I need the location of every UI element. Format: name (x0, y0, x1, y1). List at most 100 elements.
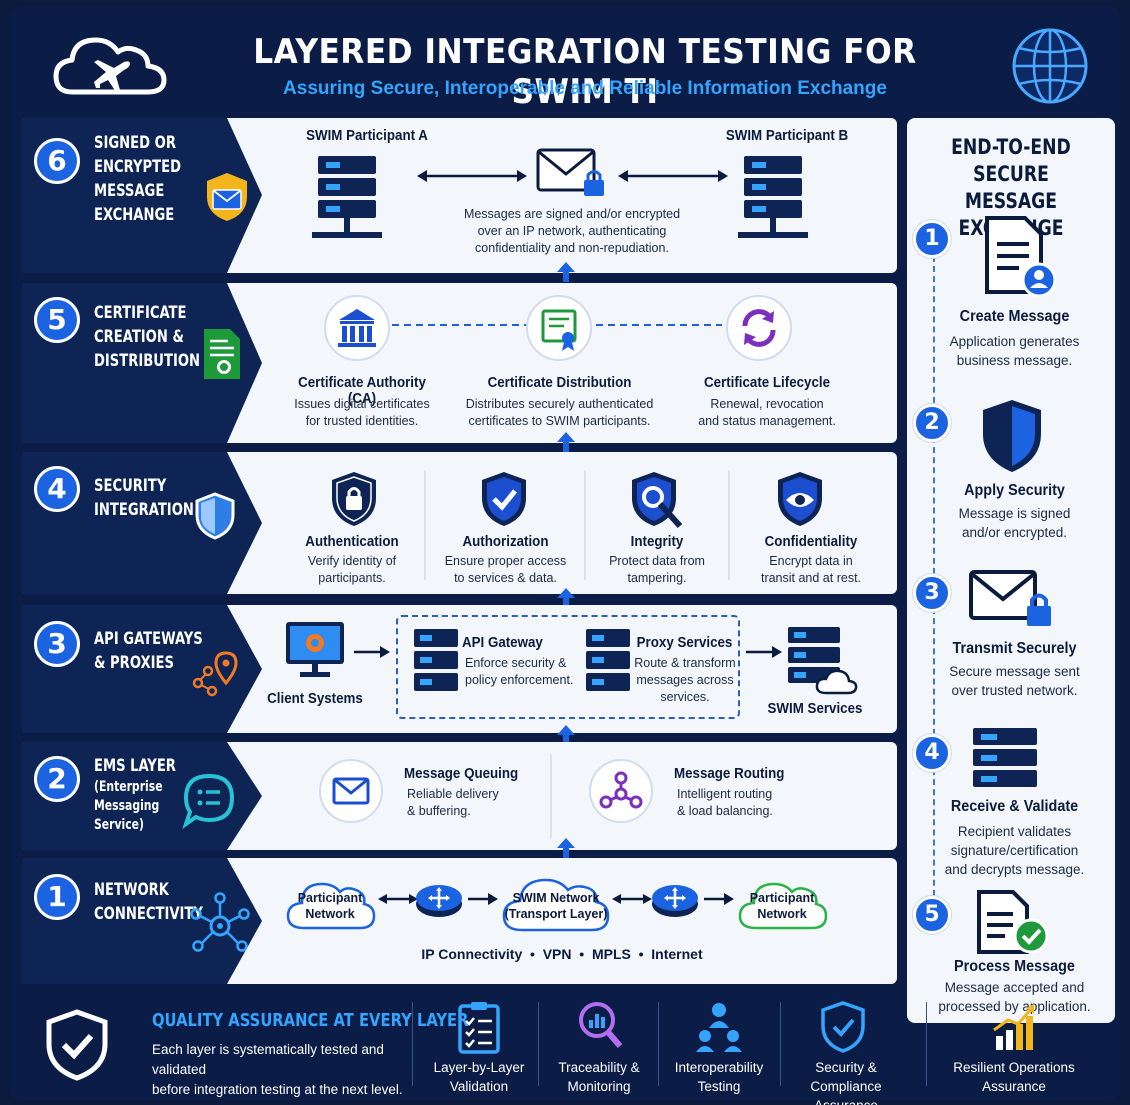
checklist-icon (458, 1002, 500, 1054)
client-systems-label: Client Systems (267, 691, 363, 707)
shield-eye-icon (778, 472, 822, 526)
participant-network-cloud (738, 882, 828, 930)
layer-number: 5 (34, 297, 80, 343)
divider (424, 470, 426, 580)
layer-number: 3 (34, 621, 80, 667)
growth-chart-icon (993, 1004, 1034, 1050)
up-arrow-icon (557, 262, 575, 282)
swim-network-cloud (502, 878, 610, 932)
step-number: 5 (913, 896, 951, 934)
shield-check-icon (482, 472, 526, 526)
monitor-gear-icon (286, 622, 344, 677)
cloud-airplane-icon (53, 37, 167, 95)
router-icon (416, 885, 462, 917)
shield-lock-icon (332, 472, 376, 526)
document-user-icon (985, 216, 1057, 298)
server-icon (414, 629, 458, 691)
server-b-icon (738, 156, 808, 238)
message-routing-title: Message Routing (674, 766, 785, 782)
api-gateway-description: Enforce security &policy enforcement. (465, 656, 574, 687)
message-routing-description: Intelligent routing& load balancing. (677, 787, 773, 818)
step-number: 4 (913, 734, 951, 772)
double-arrow-icon (417, 170, 527, 182)
shield-icon (195, 492, 235, 540)
layer-number: 1 (34, 874, 80, 920)
layer-number: 2 (34, 756, 80, 802)
step-number: 3 (913, 574, 951, 612)
qa-description: Each layer is systematically tested and … (152, 1042, 403, 1097)
network-hub-icon (190, 892, 250, 952)
envelope-lock-icon (536, 148, 604, 196)
double-arrow-icon (618, 170, 728, 182)
layer-title: API GATEWAYS& PROXIES (94, 629, 203, 673)
qa-title: QUALITY ASSURANCE AT EVERY LAYER (152, 1010, 469, 1031)
right-arrow-icon (468, 893, 498, 905)
page-subtitle: Assuring Secure, Interoperable and Relia… (283, 78, 887, 99)
chat-bubble-icon (182, 773, 235, 830)
page-title: LAYERED INTEGRATION TESTING FOR SWIM TI (253, 32, 917, 112)
double-arrow-icon (612, 894, 652, 904)
right-arrow-icon (746, 646, 782, 658)
shield-envelope-icon (207, 173, 247, 221)
layer-3-tab: 3 API GATEWAYS& PROXIES (22, 605, 262, 733)
authentication-title: Authentication (305, 534, 399, 550)
layer-number: 4 (34, 466, 80, 512)
refresh-cycle-icon (726, 295, 792, 361)
bank-building-icon (324, 295, 390, 361)
proxy-services-title: Proxy Services (636, 635, 733, 651)
participant-network-cloud (286, 882, 376, 930)
message-queuing-description: Reliable delivery& buffering. (407, 787, 499, 818)
connectivity-options: IP Connectivity • VPN • MPLS • Internet (421, 946, 703, 962)
shield-magnifier-icon (632, 472, 683, 529)
right-arrow-icon (704, 893, 734, 905)
step-number: 1 (913, 220, 951, 258)
network-hierarchy-icon (696, 1003, 742, 1052)
globe-icon (1012, 28, 1088, 104)
divider (550, 754, 552, 838)
double-arrow-icon (378, 894, 418, 904)
participant-b-label: SWIM Participant B (725, 128, 849, 144)
quality-assurance-footer: QUALITY ASSURANCE AT EVERY LAYER Each la… (22, 990, 1115, 1105)
step-title: Transmit Securely (952, 640, 1077, 657)
divider (412, 1002, 413, 1086)
step-title: Process Message (954, 958, 1075, 975)
step-title: Create Message (959, 308, 1070, 325)
integrity-title: Integrity (630, 534, 684, 550)
router-icon (652, 885, 698, 917)
layer-3-api-gateways: 3 API GATEWAYS& PROXIES Client Systems A… (22, 605, 897, 733)
divider (780, 1002, 781, 1086)
shield-check-icon (46, 1009, 108, 1081)
message-queuing-title: Message Queuing (404, 766, 519, 782)
